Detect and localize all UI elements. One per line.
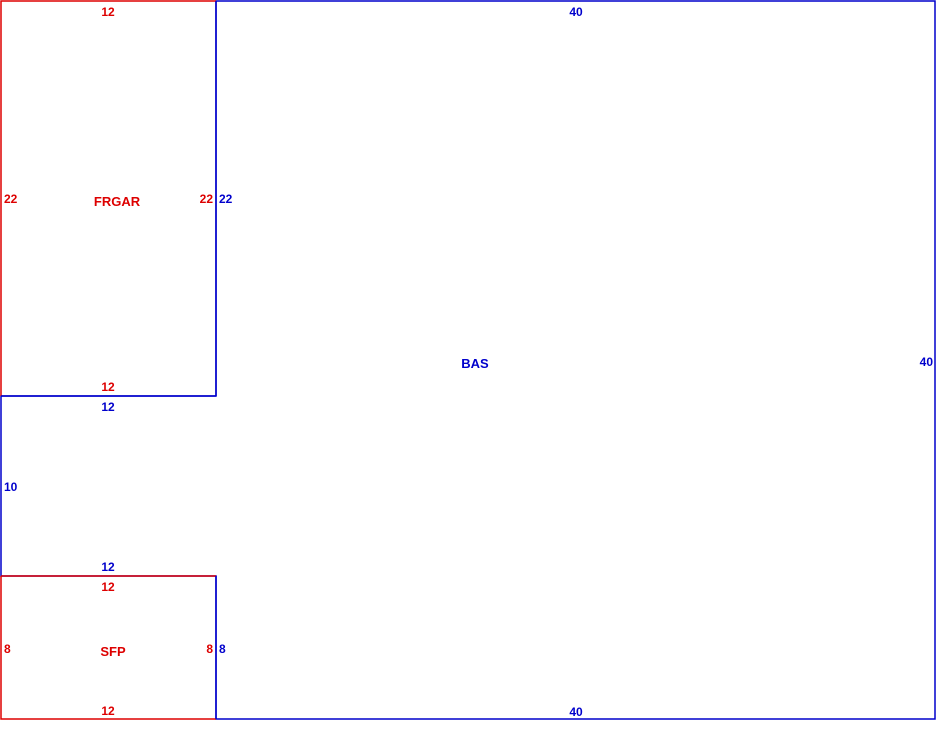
bas-dim-top: 40 xyxy=(569,5,583,19)
bas-dim-left-middle-bottom: 12 xyxy=(101,560,115,574)
frgar-label: FRGAR xyxy=(94,194,141,209)
sfp-dim-right: 8 xyxy=(206,642,213,656)
sfp-dim-bottom: 12 xyxy=(101,704,115,718)
frgar-outline xyxy=(0,0,216,396)
sfp-dim-left: 8 xyxy=(4,642,11,656)
bas-dim-left-upper: 22 xyxy=(219,192,233,206)
sfp-dim-top: 12 xyxy=(101,580,115,594)
bas-dim-left-middle-top: 12 xyxy=(101,400,115,414)
frgar-dim-left: 22 xyxy=(4,192,18,206)
frgar-dim-bottom: 12 xyxy=(101,380,115,394)
frgar-dim-top: 12 xyxy=(101,5,115,19)
bas-dim-bottom: 40 xyxy=(569,705,583,719)
bas-dim-right: 40 xyxy=(920,355,934,369)
bas-dim-left-middle: 10 xyxy=(4,480,18,494)
sfp-label: SFP xyxy=(100,644,126,659)
frgar-dim-right: 22 xyxy=(200,192,214,206)
bas-dim-left-lower: 8 xyxy=(219,642,226,656)
bas-label: BAS xyxy=(461,356,489,371)
sfp-outline xyxy=(0,576,216,720)
